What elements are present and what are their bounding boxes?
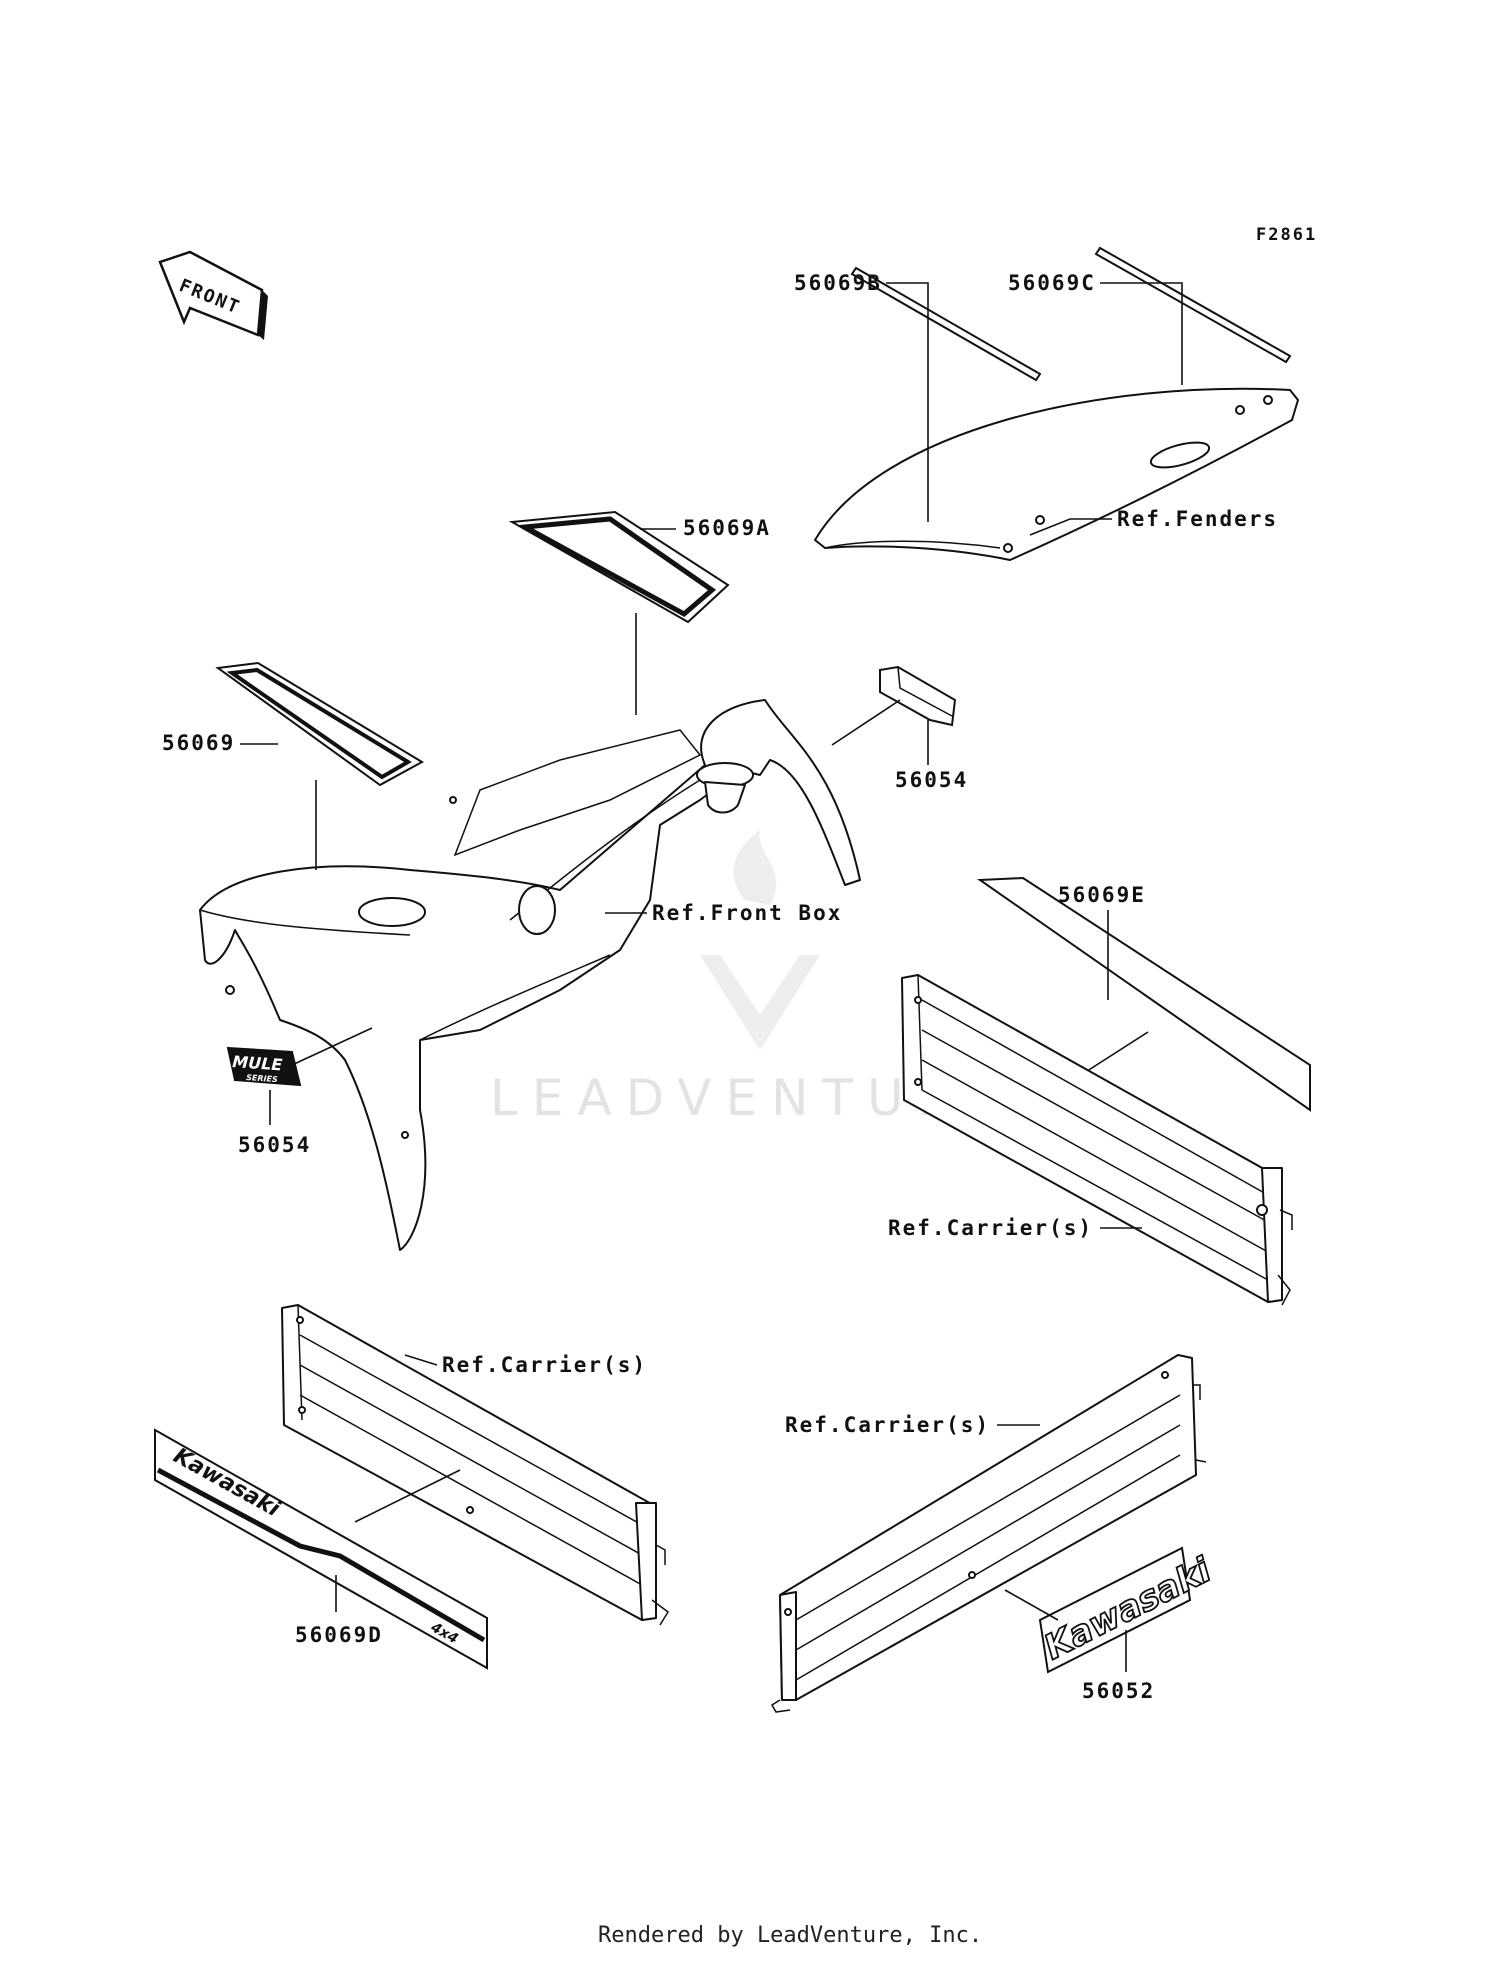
part-56069A-label: 56069A	[683, 516, 771, 540]
part-56069A-leader	[635, 528, 676, 715]
part-56052-leader	[1004, 1589, 1127, 1672]
part-56054-lower-leader	[269, 1027, 373, 1125]
part-56069-label: 56069	[162, 731, 235, 755]
carrier-panel-bottom	[770, 1354, 1207, 1713]
part-56069C-label: 56069C	[1008, 271, 1096, 295]
ref-carrier-bottom-label: Ref.Carrier(s)	[785, 1413, 990, 1437]
carrier-panel-right	[901, 974, 1293, 1306]
ref-carrier-left-leader	[404, 1354, 438, 1366]
part-56069B-label: 56069B	[794, 271, 882, 295]
part-56069C-leader	[1100, 282, 1183, 385]
ref-carrier-left-label: Ref.Carrier(s)	[442, 1353, 647, 1377]
watermark-logo	[700, 830, 820, 1050]
part-56054-upper-leader	[831, 699, 929, 765]
part-56054-lower-label: 56054	[238, 1133, 311, 1157]
fender-assembly	[814, 387, 1299, 561]
stripe-56069C	[1094, 246, 1292, 364]
part-56069D-leader	[335, 1469, 461, 1612]
ref-fenders-leader	[1029, 518, 1112, 536]
decal-56069	[215, 661, 425, 787]
part-56052-label: 56052	[1082, 1679, 1155, 1703]
footer-credit: Rendered by LeadVenture, Inc.	[598, 1923, 982, 1948]
part-56069E-label: 56069E	[1058, 883, 1146, 907]
part-56054-upper-label: 56054	[895, 768, 968, 792]
decal-56069A	[508, 510, 730, 624]
part-56069-leader	[240, 743, 317, 870]
ref-carrier-right-label: Ref.Carrier(s)	[888, 1216, 1093, 1240]
decal-56054-mule: MULE SERIES	[226, 1046, 302, 1087]
ref-fenders-label: Ref.Fenders	[1117, 507, 1278, 531]
front-arrow-icon: FRONT	[158, 250, 268, 340]
decal-56054-upper	[879, 665, 957, 727]
part-56069D-label: 56069D	[295, 1623, 383, 1647]
carrier-panel-left	[281, 1304, 669, 1626]
mule-decal-subtext: SERIES	[246, 1073, 278, 1084]
figure-code: F2861	[1256, 225, 1317, 245]
ref-front-box-label: Ref.Front Box	[652, 901, 842, 925]
emblem-56052: Kawasaki	[1037, 1546, 1220, 1674]
front-box-body	[199, 699, 861, 1251]
decal-56069E	[977, 876, 1311, 1112]
part-56069B-leader	[886, 282, 929, 522]
stripe-56069B	[850, 266, 1042, 382]
mule-decal-text: MULE	[232, 1052, 283, 1074]
